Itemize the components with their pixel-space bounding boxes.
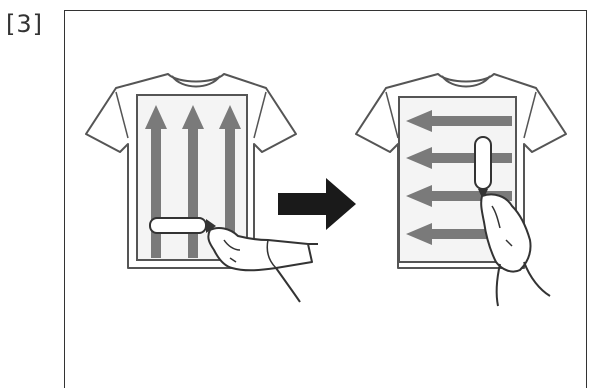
hand xyxy=(208,228,312,270)
right-tshirt xyxy=(356,74,566,306)
marker xyxy=(475,137,491,189)
marker xyxy=(150,218,206,233)
instruction-illustration xyxy=(0,0,589,378)
transition-arrow xyxy=(278,178,356,230)
left-tshirt xyxy=(86,74,318,302)
